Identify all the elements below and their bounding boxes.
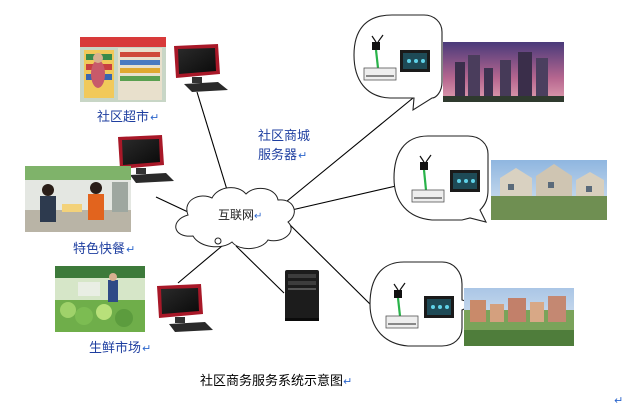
server-tower-icon: [285, 270, 319, 321]
computer-fastfood-icon: [118, 135, 174, 183]
label-supermarket: 社区超市↵: [97, 110, 160, 125]
residential-callout-3: [369, 261, 478, 347]
line-residential-2: [282, 185, 397, 213]
line-fastfood: [155, 196, 189, 213]
line-server: [235, 245, 285, 294]
supermarket-photo: [80, 37, 166, 102]
connection-lines: [155, 91, 414, 307]
residential-photo-2: [491, 160, 607, 220]
label-internet: 互联网↵: [218, 208, 263, 222]
freshmarket-photo: [55, 266, 145, 332]
line-residential-1: [280, 97, 414, 207]
control-panel-icon-2: [450, 170, 480, 192]
residential-photo-1: [443, 42, 564, 102]
internet-cloud: [175, 187, 295, 249]
label-fastfood: 特色快餐↵: [73, 242, 136, 257]
line-residential-3: [282, 217, 373, 307]
residential-callout-2: [393, 135, 489, 223]
gateway-device-icon-3: [385, 282, 419, 329]
label-server: 社区商城 服务器↵: [258, 127, 310, 165]
fastfood-photo: [25, 166, 131, 232]
gateway-device-icon-2: [411, 154, 445, 203]
computer-supermarket-icon: [174, 44, 228, 92]
residential-callout-1: [353, 14, 443, 112]
residential-photo-3: [464, 288, 574, 346]
computer-freshmarket-icon: [157, 284, 213, 332]
control-panel-icon: [400, 50, 430, 72]
label-freshmarket: 生鲜市场↵: [89, 341, 152, 356]
line-freshmarket: [177, 245, 223, 284]
control-panel-icon-3: [424, 296, 454, 318]
diagram-title: 社区商务服务系统示意图↵: [200, 374, 353, 389]
paragraph-end-mark: ↵: [614, 394, 624, 407]
line-supermarket: [196, 91, 229, 194]
label-server-line-2: 服务器↵: [258, 148, 308, 163]
gateway-device-icon: [363, 34, 397, 81]
label-server-line-1: 社区商城: [258, 129, 311, 144]
